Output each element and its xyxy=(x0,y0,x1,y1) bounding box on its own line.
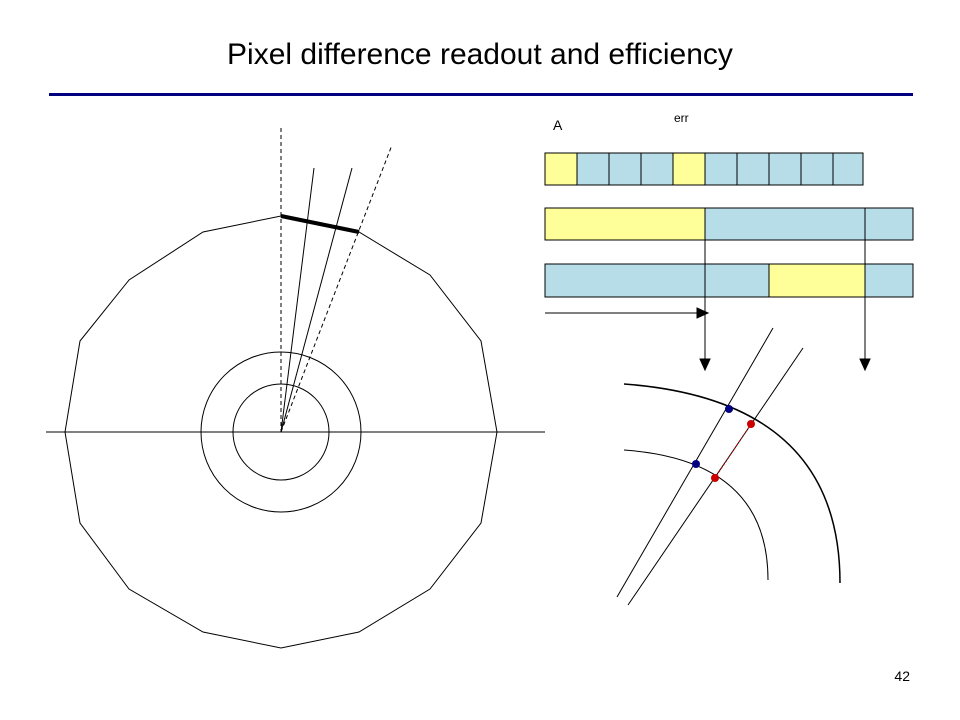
hit-segment-thick xyxy=(280,214,360,234)
title-rule xyxy=(49,93,913,96)
red-connector xyxy=(714,423,752,479)
pixel-row-2 xyxy=(544,207,914,241)
pixel-cell xyxy=(608,152,642,186)
pixel-row-1 xyxy=(544,152,864,186)
pixel-block xyxy=(704,207,866,241)
pixel-cell xyxy=(736,152,770,186)
pixel-cell xyxy=(768,152,802,186)
blue-hit-inner xyxy=(692,460,700,468)
pixel-block xyxy=(864,263,914,298)
arrow-head-down xyxy=(699,358,711,372)
pixel-block xyxy=(768,263,866,298)
track-line-left xyxy=(280,167,315,433)
track-line-right xyxy=(280,167,353,433)
pixel-block xyxy=(544,263,706,298)
slide-title: Pixel difference readout and efficiency xyxy=(227,38,733,71)
pixel-block xyxy=(704,263,770,298)
red-hit-outer xyxy=(747,420,755,428)
pixel-cell xyxy=(800,152,834,186)
dashed-angled-line xyxy=(280,144,393,433)
zoomed-detail xyxy=(616,327,841,606)
pixel-cell xyxy=(832,152,864,186)
arrow-head-right xyxy=(696,307,710,319)
blue-hit-outer xyxy=(725,405,733,413)
page-number: 42 xyxy=(894,668,910,684)
pixel-cell xyxy=(640,152,674,186)
pixel-cell xyxy=(544,152,578,186)
pixel-block xyxy=(864,207,914,241)
outer-detector-polygon xyxy=(64,215,498,649)
pixel-cell xyxy=(672,152,706,186)
readout-arrows xyxy=(545,208,871,372)
detector-cross-section xyxy=(46,128,545,649)
pixel-block xyxy=(544,207,706,241)
pixel-cell xyxy=(704,152,738,186)
pixel-cell xyxy=(576,152,610,186)
red-hit-inner xyxy=(711,474,719,482)
pixel-row-3 xyxy=(544,263,914,298)
label-err: err xyxy=(674,111,689,125)
arrow-head-down xyxy=(859,358,871,372)
inner-layer-arc xyxy=(623,449,769,581)
label-a: A xyxy=(553,117,563,133)
outer-layer-arc xyxy=(623,383,841,584)
